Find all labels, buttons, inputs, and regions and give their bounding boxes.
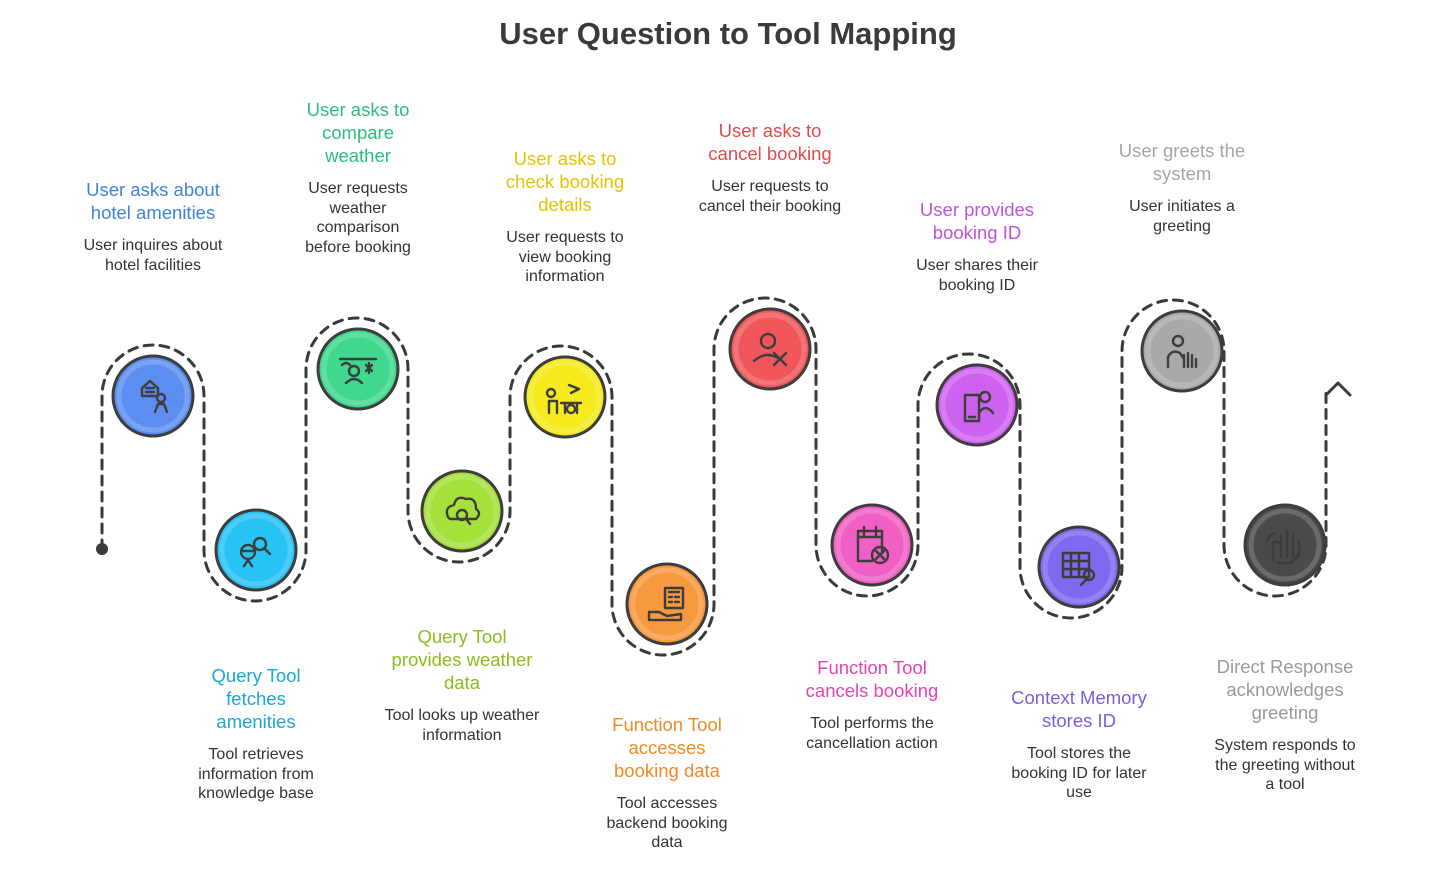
step-circle	[1243, 503, 1327, 587]
step-circle-highlight	[630, 567, 704, 641]
step-title: User asks to check booking details	[505, 148, 625, 215]
calendar-cancel-icon	[856, 525, 890, 565]
step-circle-highlight	[1248, 508, 1322, 582]
step-circle-highlight	[425, 474, 499, 548]
step-description: User requests to view booking informatio…	[506, 229, 624, 286]
greeting-hand-icon	[1265, 529, 1301, 565]
step-node	[1140, 309, 1224, 393]
step-node	[316, 327, 400, 411]
page-title: User Question to Tool Mapping	[499, 16, 957, 51]
step-node	[1037, 525, 1121, 609]
step-node	[420, 469, 504, 553]
step-node	[111, 354, 195, 438]
step-circle-highlight	[321, 332, 395, 406]
step-circle-highlight	[219, 513, 293, 587]
step-nodes	[111, 307, 1327, 646]
connector-path	[100, 296, 1328, 657]
step-node	[625, 562, 709, 646]
step-node	[728, 307, 812, 391]
step-title: User asks to cancel booking	[708, 120, 832, 164]
weather-compare-icon	[338, 357, 378, 385]
table-key-icon	[1061, 551, 1096, 587]
step-title: Context Memory stores ID	[1011, 687, 1147, 731]
person-search-icon	[239, 536, 272, 568]
step-node	[214, 508, 298, 592]
step-description: System responds to the greeting without …	[1214, 737, 1356, 794]
step-circle	[830, 503, 914, 587]
step-node	[935, 363, 1019, 447]
step-title: Function Tool accesses booking data	[612, 714, 722, 781]
step-description: Tool looks up weather information	[384, 707, 540, 744]
step-circle-highlight	[940, 368, 1014, 442]
step-node	[523, 355, 607, 439]
step-title: Function Tool cancels booking	[805, 657, 939, 701]
step-label: User provides booking ID User shares thei…	[907, 198, 1047, 295]
step-circle-highlight	[835, 508, 909, 582]
path-start-dot	[96, 543, 108, 555]
step-circle	[625, 562, 709, 646]
step-circle-highlight	[528, 360, 602, 434]
cloud-search-icon	[445, 496, 481, 526]
step-title: User asks about hotel amenities	[86, 179, 220, 223]
step-description: User requests weather comparison before …	[305, 180, 411, 257]
step-description: Tool performs the cancellation action	[806, 715, 938, 752]
step-title: Query Tool provides weather data	[391, 626, 533, 693]
step-title: Direct Response acknowledges greeting	[1216, 656, 1354, 723]
step-title: Query Tool fetches amenities	[211, 665, 301, 732]
step-description: User shares their booking ID	[916, 257, 1038, 294]
step-circle	[728, 307, 812, 391]
step-description: User initiates a greeting	[1129, 198, 1235, 235]
step-label: Context Memory stores ID Tool stores the …	[999, 686, 1159, 803]
step-title: User greets the system	[1118, 140, 1246, 184]
phone-user-icon	[963, 390, 995, 423]
step-title: User provides booking ID	[919, 199, 1035, 243]
step-title: User asks to compare weather	[306, 99, 410, 166]
step-description: User requests to cancel their booking	[698, 178, 842, 215]
step-circle	[935, 363, 1019, 447]
step-node	[830, 503, 914, 587]
step-description: Tool retrieves information from knowledg…	[198, 746, 314, 803]
step-node	[1243, 503, 1327, 587]
step-circle-highlight	[1145, 314, 1219, 388]
step-circle	[1140, 309, 1224, 393]
desk-person-icon	[545, 383, 583, 415]
hotel-user-icon	[140, 379, 169, 414]
hand-calculator-icon	[647, 586, 685, 622]
user-cancel-icon	[752, 332, 788, 367]
step-circle-highlight	[1042, 530, 1116, 604]
path-end-arrow-icon	[1324, 381, 1352, 397]
step-description: Tool accesses backend booking data	[606, 795, 728, 852]
step-circle-highlight	[733, 312, 807, 386]
wave-hand-icon	[1166, 334, 1198, 369]
step-description: User inquires about hotel facilities	[83, 237, 223, 274]
step-description: Tool stores the booking ID for later use	[1011, 745, 1147, 802]
step-circle-highlight	[116, 359, 190, 433]
step-circle	[523, 355, 607, 439]
